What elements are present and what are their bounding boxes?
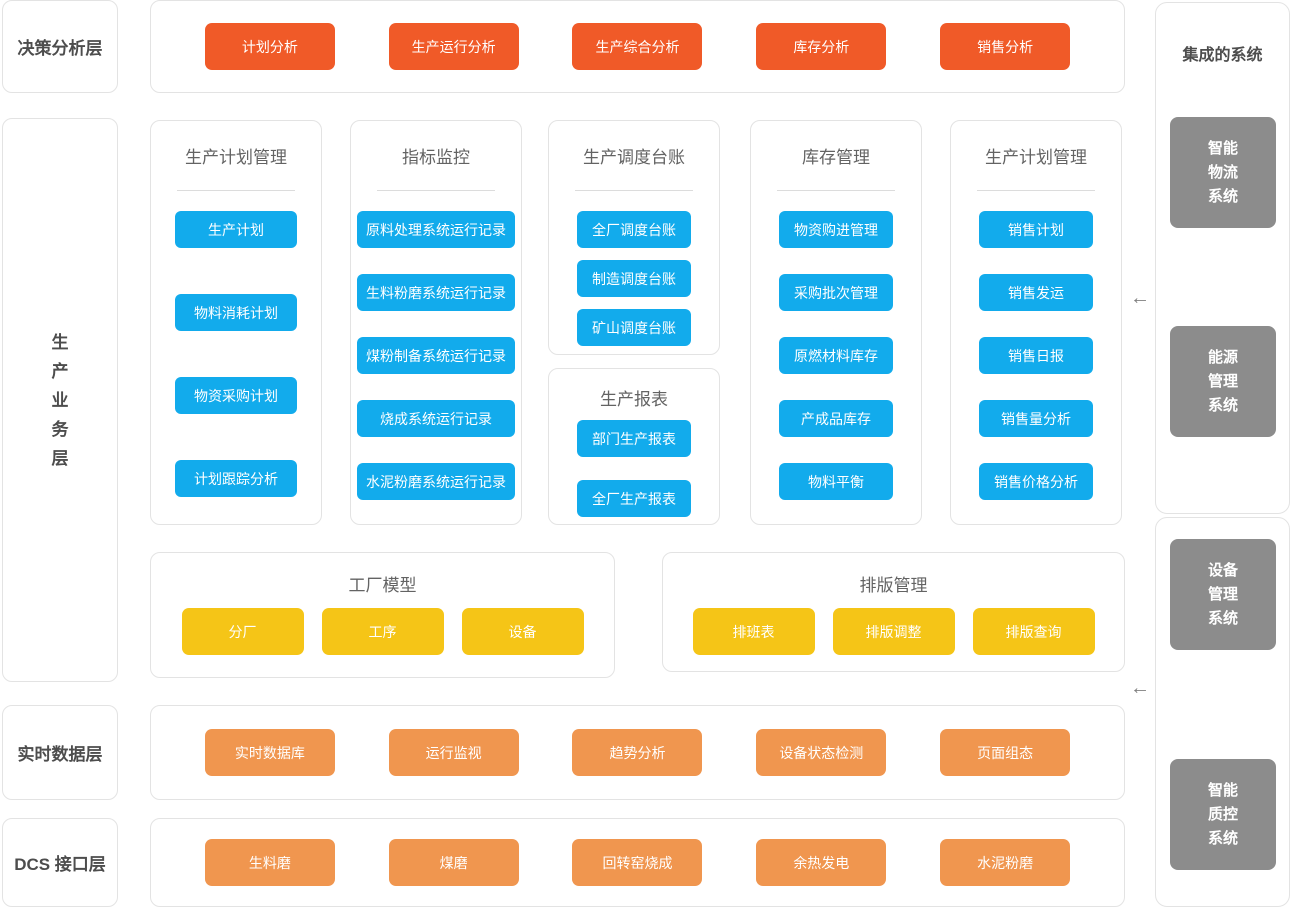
panel-sales-management: 生产计划管理 销售计划 销售发运 销售日报 销售量分析 销售价格分析 [950,120,1122,525]
button-column: 销售计划 销售发运 销售日报 销售量分析 销售价格分析 [951,211,1121,500]
panel-title: 库存管理 [802,148,870,167]
panel-factory-model: 工厂模型 分厂 工序 设备 [150,552,615,678]
panel-title: 生产调度台账 [583,148,685,167]
layout-adjustment-button[interactable]: 排版调整 [832,608,955,655]
panel-production-dispatch-ledger: 生产调度台账 全厂调度台账 制造调度台账 矿山调度台账 [548,120,720,355]
raw-fuel-material-inventory-button[interactable]: 原燃材料库存 [779,337,893,374]
manufacturing-dispatch-ledger-button[interactable]: 制造调度台账 [577,260,691,297]
panel-title: 生产计划管理 [185,148,287,167]
plan-analysis-button[interactable]: 计划分析 [204,23,335,70]
divider [575,190,693,191]
realtime-data-row: 实时数据库 运行监视 趋势分析 设备状态检测 页面组态 [150,705,1125,800]
panel-title: 生产报表 [600,390,668,409]
system-label: 智能物流系统 [1207,139,1238,205]
process-button[interactable]: 工序 [321,608,444,655]
raw-meal-mill-button[interactable]: 生料磨 [204,839,335,886]
whole-plant-dispatch-ledger-button[interactable]: 全厂调度台账 [577,211,691,248]
system-label: 设备管理系统 [1207,561,1238,627]
integrated-systems-panel-bottom: 设备管理系统 智能质控系统 [1155,517,1290,907]
panel-title: 排版管理 [859,576,928,595]
calcination-system-record-button[interactable]: 烧成系统运行记录 [357,400,515,437]
divider [377,190,495,191]
sales-price-analysis-button[interactable]: 销售价格分析 [979,463,1093,500]
cement-grinding-record-button[interactable]: 水泥粉磨系统运行记录 [357,463,515,500]
integrated-systems-panel-top: 集成的系统 智能物流系统 能源管理系统 [1155,2,1290,514]
smart-logistics-system-box[interactable]: 智能物流系统 [1170,117,1276,228]
coal-mill-button[interactable]: 煤磨 [388,839,519,886]
layer-label: 生产业务层 [51,332,69,468]
raw-meal-grinding-record-button[interactable]: 生料粉磨系统运行记录 [357,274,515,311]
cement-grinding-button[interactable]: 水泥粉磨 [940,839,1071,886]
layer-realtime-data: 实时数据层 [2,705,118,800]
sales-analysis-button[interactable]: 销售分析 [940,23,1071,70]
raw-material-processing-record-button[interactable]: 原料处理系统运行记录 [357,211,515,248]
shift-schedule-button[interactable]: 排班表 [692,608,815,655]
department-production-report-button[interactable]: 部门生产报表 [577,420,691,457]
left-arrow-icon: ← [1130,677,1150,699]
purchase-batch-management-button[interactable]: 采购批次管理 [779,274,893,311]
plan-tracking-analysis-button[interactable]: 计划跟踪分析 [175,460,297,497]
material-balance-button[interactable]: 物料平衡 [779,463,893,500]
branch-factory-button[interactable]: 分厂 [181,608,304,655]
rotary-kiln-calcination-button[interactable]: 回转窑烧成 [572,839,703,886]
coal-powder-preparation-record-button[interactable]: 煤粉制备系统运行记录 [357,337,515,374]
left-arrow-icon: ← [1130,287,1150,309]
material-purchase-management-button[interactable]: 物资购进管理 [779,211,893,248]
button-row: 分厂 工序 设备 [151,608,614,655]
panel-production-reports: 生产报表 部门生产报表 全厂生产报表 [548,368,720,525]
operation-monitoring-button[interactable]: 运行监视 [388,729,519,776]
divider [977,190,1095,191]
realtime-database-button[interactable]: 实时数据库 [204,729,335,776]
button-column: 全厂调度台账 制造调度台账 矿山调度台账 [549,211,719,346]
panel-layout-management: 排版管理 排班表 排版调整 排版查询 [662,552,1125,672]
button-column: 物资购进管理 采购批次管理 原燃材料库存 产成品库存 物料平衡 [751,211,921,500]
sales-plan-button[interactable]: 销售计划 [979,211,1093,248]
material-consumption-plan-button[interactable]: 物料消耗计划 [175,294,297,331]
button-column: 原料处理系统运行记录 生料粉磨系统运行记录 煤粉制备系统运行记录 烧成系统运行记… [351,211,521,500]
page-configuration-button[interactable]: 页面组态 [940,729,1071,776]
equipment-management-system-box[interactable]: 设备管理系统 [1170,539,1276,650]
mine-dispatch-ledger-button[interactable]: 矿山调度台账 [577,309,691,346]
layer-label: 实时数据层 [17,745,103,764]
production-operation-analysis-button[interactable]: 生产运行分析 [388,23,519,70]
sales-daily-report-button[interactable]: 销售日报 [979,337,1093,374]
smart-quality-control-system-box[interactable]: 智能质控系统 [1170,759,1276,870]
layer-dcs-interface: DCS 接口层 [2,818,118,907]
sales-shipment-button[interactable]: 销售发运 [979,274,1093,311]
button-column: 生产计划 物料消耗计划 物资采购计划 计划跟踪分析 [151,211,321,497]
decision-analysis-row: 计划分析 生产运行分析 生产综合分析 库存分析 销售分析 [150,0,1125,93]
equipment-status-detection-button[interactable]: 设备状态检测 [756,729,887,776]
whole-plant-production-report-button[interactable]: 全厂生产报表 [577,480,691,517]
panel-title: 工厂模型 [348,576,417,595]
divider [177,190,295,191]
panel-indicator-monitoring: 指标监控 原料处理系统运行记录 生料粉磨系统运行记录 煤粉制备系统运行记录 烧成… [350,120,522,525]
waste-heat-power-button[interactable]: 余热发电 [756,839,887,886]
layer-label: 决策分析层 [17,39,103,58]
production-comprehensive-analysis-button[interactable]: 生产综合分析 [572,23,703,70]
sales-volume-analysis-button[interactable]: 销售量分析 [979,400,1093,437]
divider [777,190,895,191]
layer-label: DCS 接口层 [14,855,106,874]
inventory-analysis-button[interactable]: 库存分析 [756,23,887,70]
button-column: 部门生产报表 全厂生产报表 [549,420,719,517]
panel-title: 生产计划管理 [985,148,1087,167]
button-row: 排班表 排版调整 排版查询 [663,608,1124,655]
material-purchase-plan-button[interactable]: 物资采购计划 [175,377,297,414]
system-label: 智能质控系统 [1207,781,1238,847]
integrated-systems-title: 集成的系统 [1182,47,1263,64]
energy-management-system-box[interactable]: 能源管理系统 [1170,326,1276,437]
dcs-interface-row: 生料磨 煤磨 回转窑烧成 余热发电 水泥粉磨 [150,818,1125,907]
panel-title: 指标监控 [402,148,470,167]
layout-query-button[interactable]: 排版查询 [972,608,1095,655]
production-plan-button[interactable]: 生产计划 [175,211,297,248]
layer-decision-analysis: 决策分析层 [2,0,118,93]
panel-production-plan-management: 生产计划管理 生产计划 物料消耗计划 物资采购计划 计划跟踪分析 [150,120,322,525]
panel-inventory-management: 库存管理 物资购进管理 采购批次管理 原燃材料库存 产成品库存 物料平衡 [750,120,922,525]
finished-product-inventory-button[interactable]: 产成品库存 [779,400,893,437]
layer-production-business: 生产业务层 [2,118,118,682]
trend-analysis-button[interactable]: 趋势分析 [572,729,703,776]
equipment-button[interactable]: 设备 [461,608,584,655]
system-label: 能源管理系统 [1207,348,1238,414]
